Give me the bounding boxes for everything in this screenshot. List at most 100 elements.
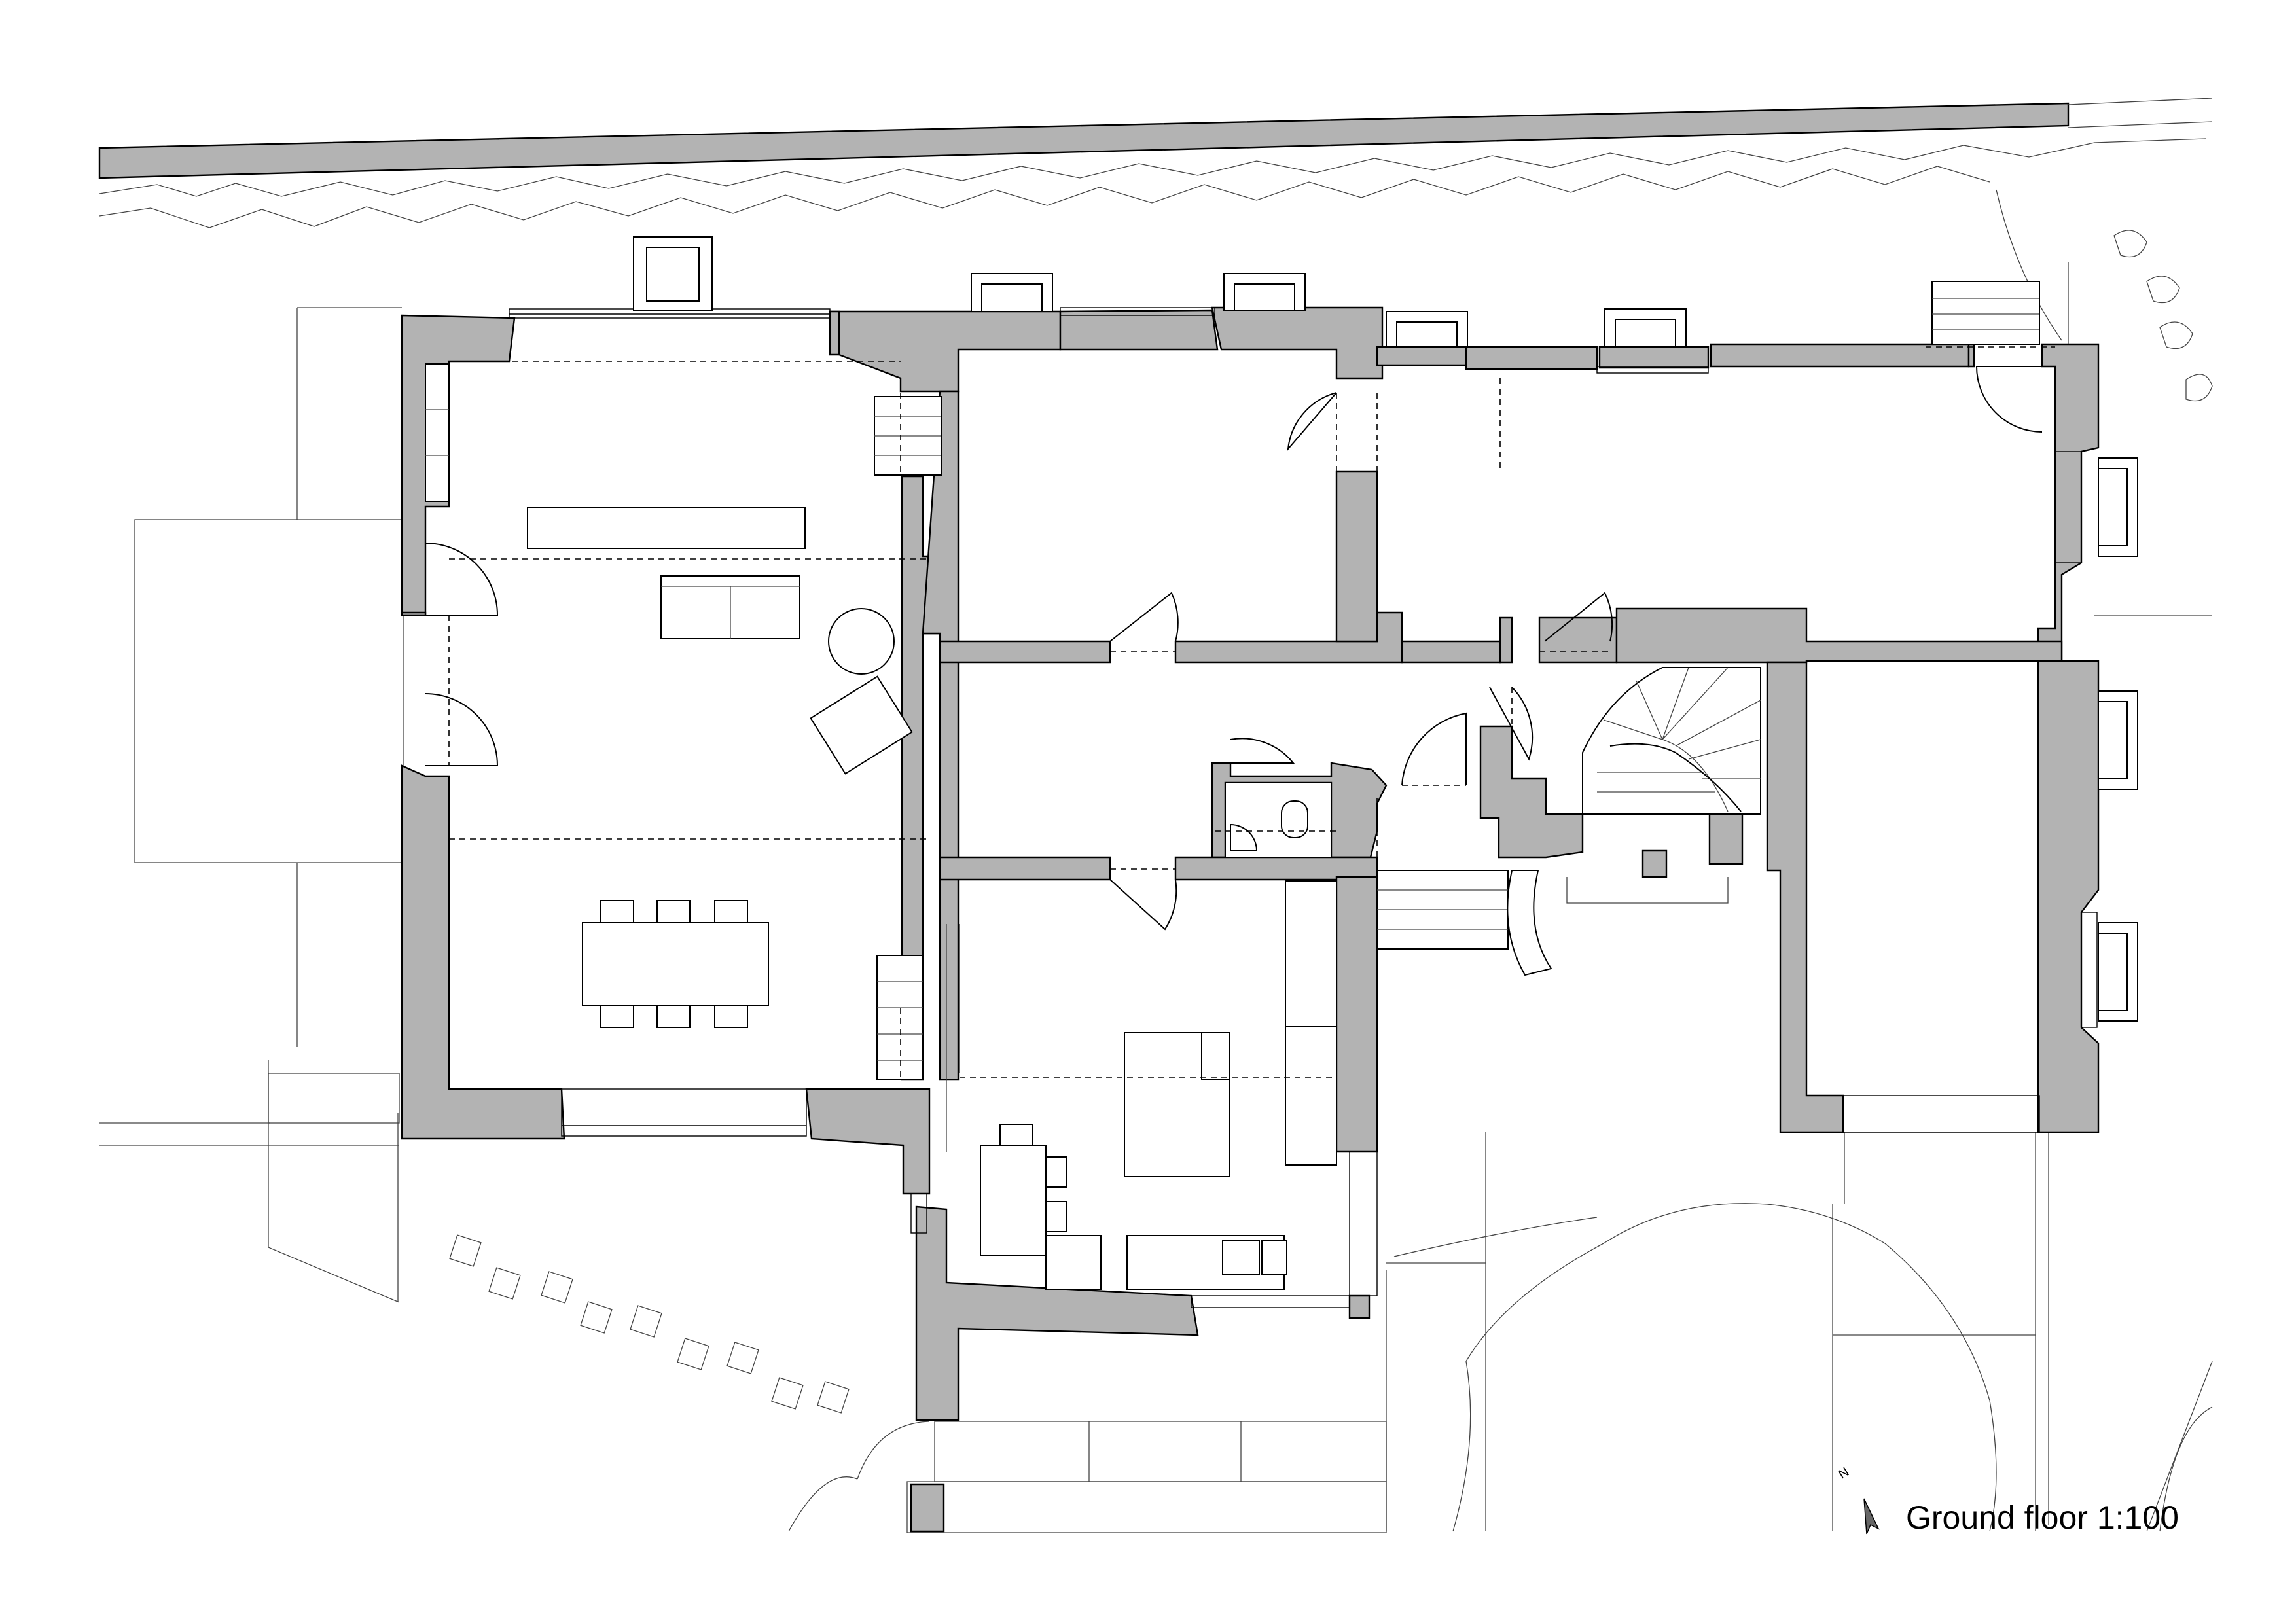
dining-chair bbox=[656, 900, 691, 923]
handrail bbox=[1609, 743, 1742, 812]
dining-chair bbox=[656, 1005, 691, 1028]
door-east bbox=[1975, 366, 2043, 433]
garden-line bbox=[2068, 121, 2213, 128]
wall-stair-east bbox=[1708, 810, 1744, 865]
spiral-stair bbox=[1582, 667, 1761, 815]
wall-bottom-small bbox=[910, 1483, 945, 1533]
wall-east-top bbox=[1598, 346, 1710, 369]
lawn-outline bbox=[1452, 1203, 1997, 1532]
wardrobe-living bbox=[425, 363, 450, 502]
wall-hall-top bbox=[1538, 616, 1618, 664]
curved-entry-step bbox=[1507, 870, 1552, 976]
site-line bbox=[268, 1060, 400, 1303]
paving-strip bbox=[906, 1481, 1387, 1533]
window-east-south bbox=[1842, 1095, 2040, 1133]
door-room1-south bbox=[1109, 592, 1179, 642]
wall-stair-south bbox=[1641, 849, 1668, 878]
door-threshold-east-top bbox=[1931, 281, 2040, 345]
wall-corridor-top bbox=[1401, 640, 1501, 664]
stair-dining bbox=[876, 955, 924, 1080]
kitchen-base bbox=[1045, 1235, 1102, 1290]
dining-chair bbox=[600, 900, 634, 923]
wall-east-top2 bbox=[1710, 343, 1970, 368]
walls bbox=[401, 306, 2100, 1533]
wall-kitchen-west bbox=[915, 1205, 1199, 1421]
paving-curve bbox=[788, 1476, 858, 1532]
dining-chair bbox=[714, 900, 748, 923]
north-arrow: N bbox=[1836, 1465, 1880, 1535]
window-east-bay2 bbox=[2081, 912, 2098, 1028]
door-living-west bbox=[425, 543, 499, 616]
wall-room1-east bbox=[1335, 470, 1378, 643]
wall-room1-top bbox=[1059, 309, 1219, 351]
drawing-title: Ground floor 1:100 bbox=[1906, 1499, 2179, 1536]
kitchen-counter-east bbox=[1285, 880, 1337, 1027]
wall-kitchen-se bbox=[1348, 1294, 1371, 1319]
kitchen-counter-south bbox=[1126, 1235, 1285, 1290]
door-room1 bbox=[1287, 392, 1337, 452]
kitchen-sink bbox=[1222, 1240, 1260, 1275]
wall-west-bottom-right bbox=[805, 1088, 931, 1195]
kitchen-chair bbox=[999, 1124, 1033, 1146]
garden-line bbox=[2068, 98, 2213, 105]
window-east-north bbox=[1596, 366, 1709, 374]
door-kitchen bbox=[1109, 879, 1177, 931]
stairs bbox=[874, 396, 1761, 1080]
hedge-outline-lower bbox=[99, 166, 1990, 228]
paving-curve bbox=[857, 1421, 930, 1480]
left-step bbox=[268, 1073, 400, 1124]
hedge-outline bbox=[99, 138, 2206, 197]
wall-west-top-left bbox=[401, 314, 516, 616]
wall-room1-south bbox=[939, 640, 1111, 664]
window-dining-south bbox=[561, 1088, 807, 1137]
door-living-west-2 bbox=[425, 693, 499, 766]
wall-stair-west bbox=[1479, 725, 1584, 859]
wall-mid-center-vert bbox=[1499, 616, 1513, 664]
wall-mid-top bbox=[1376, 346, 1467, 366]
shrub-blob bbox=[2159, 321, 2193, 349]
site-line bbox=[1386, 1262, 1486, 1531]
doors bbox=[425, 366, 2043, 931]
door-mid-south bbox=[1544, 592, 1613, 642]
wall-east-mid bbox=[1615, 607, 2063, 664]
window-east-bay bbox=[2054, 451, 2082, 563]
shrub-blob bbox=[2146, 276, 2180, 304]
wall-west-top-left-bay bbox=[829, 310, 840, 356]
overhead-lines bbox=[448, 346, 2055, 1080]
kitchen-chair bbox=[1045, 1156, 1067, 1188]
shrub-blob bbox=[2185, 374, 2213, 402]
paving-strip bbox=[934, 1421, 1387, 1482]
shrub-blob bbox=[2113, 230, 2147, 258]
lawn-outline-2 bbox=[1393, 1217, 1598, 1257]
threshold-curve bbox=[1566, 877, 1729, 904]
wall-room1-west bbox=[922, 390, 960, 1081]
north-arrow-letter: N bbox=[1836, 1465, 1852, 1482]
window-kitchen-south bbox=[1191, 1295, 1350, 1308]
left-terrace-canopy bbox=[134, 519, 404, 863]
dining-table bbox=[582, 922, 769, 1006]
garden-path-curve bbox=[1996, 189, 2062, 341]
wall-west-upper-left bbox=[401, 611, 427, 616]
wall-room1-topright bbox=[1211, 306, 1412, 380]
door-stair bbox=[1489, 687, 1534, 761]
wall-west-top-right bbox=[829, 310, 1062, 393]
kitchen-island-ext bbox=[1201, 1032, 1230, 1080]
furniture bbox=[425, 363, 1337, 1290]
dining-chair bbox=[714, 1005, 748, 1028]
window-kitchen-west bbox=[910, 1193, 927, 1234]
wall-east-top3 bbox=[1967, 343, 1975, 368]
toilet bbox=[1281, 800, 1308, 838]
armchair bbox=[810, 675, 913, 775]
wall-east-west bbox=[1766, 661, 1844, 1133]
door-hall bbox=[1401, 712, 1467, 786]
kitchen-chair bbox=[1045, 1201, 1067, 1232]
kitchen-table bbox=[980, 1145, 1047, 1256]
door-wc bbox=[1230, 738, 1295, 764]
site-context bbox=[98, 98, 2213, 1533]
site-line bbox=[2159, 1406, 2213, 1532]
wall-west-lower-left bbox=[401, 764, 565, 1140]
kitchen-counter-east2 bbox=[1285, 1026, 1337, 1166]
window-kitchen-east bbox=[1349, 1151, 1378, 1296]
wall-kitchen-north bbox=[939, 856, 1111, 881]
